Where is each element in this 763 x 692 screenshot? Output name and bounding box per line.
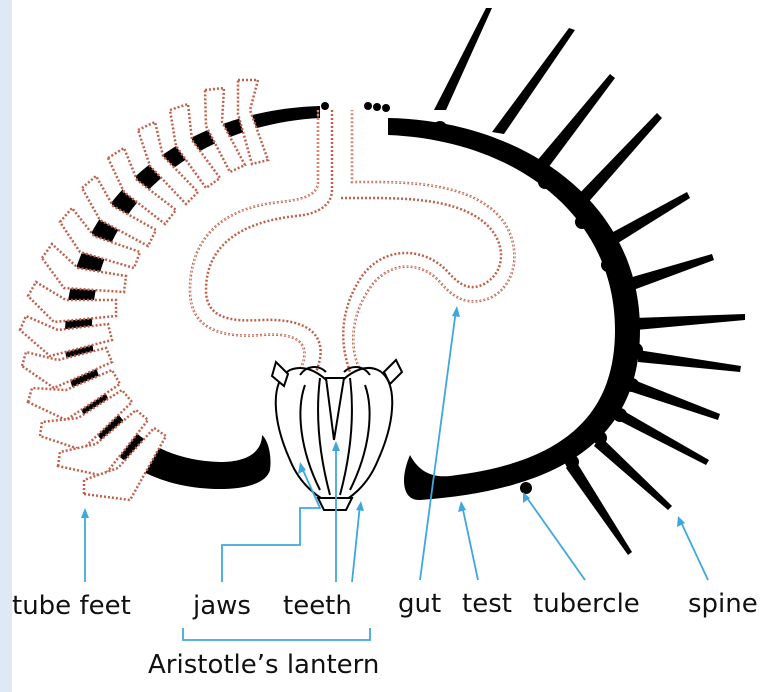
label-jaws: jaws	[192, 591, 251, 621]
label-spine: spine	[688, 589, 758, 619]
label-gut: gut	[398, 589, 441, 619]
label-test: test	[462, 589, 512, 619]
label-tubercle: tubercle	[533, 589, 640, 619]
label-aristotles-lantern: Aristotle’s lantern	[148, 650, 379, 680]
tube-feet	[20, 80, 268, 500]
label-teeth: teeth	[283, 591, 352, 621]
aristotles-lantern	[272, 360, 402, 510]
label-tube-feet: tube feet	[12, 591, 131, 621]
